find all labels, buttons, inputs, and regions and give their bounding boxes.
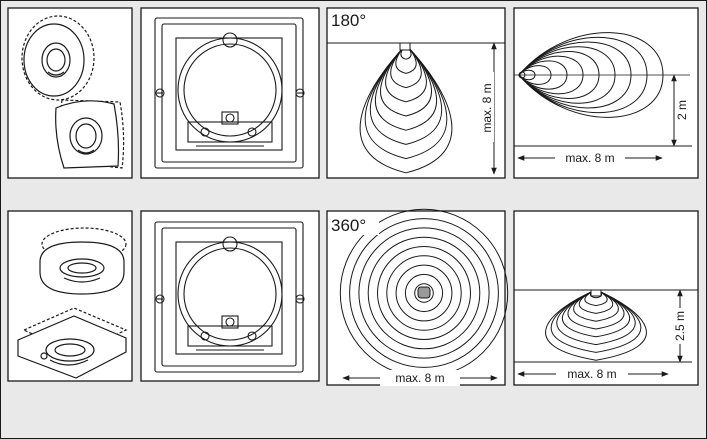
coverage-contour — [385, 44, 427, 103]
coverage-contour — [359, 44, 453, 174]
coverage-contour — [390, 44, 422, 89]
coverage-contour — [567, 289, 625, 330]
coverage-pattern-180 — [359, 44, 453, 174]
ceiling-sensor-square-icon — [17, 307, 128, 379]
coverage-contour — [377, 246, 471, 340]
coverage-contour — [386, 255, 462, 331]
panel-mounting-box-1 — [140, 7, 320, 179]
wall-sensor-round-icon — [21, 15, 95, 101]
coverage-contour — [395, 44, 417, 74]
sensor-marker-icon — [417, 286, 431, 299]
sensor-marker-icon — [399, 42, 411, 51]
coverage-contour — [369, 44, 443, 145]
coverage-contour — [561, 289, 631, 338]
width-label-row1: max. 8 m — [565, 151, 614, 165]
coverage-contour — [380, 44, 432, 117]
coverage-pattern-360 — [339, 208, 509, 378]
panel-wall-sensors — [7, 7, 133, 179]
coverage-contour — [556, 289, 636, 346]
panel-coverage-360: 360° max. 8 m — [326, 208, 509, 386]
coverage-contour — [550, 289, 642, 353]
coverage-contour — [367, 236, 481, 350]
coverage-contour — [414, 283, 434, 303]
coverage-contour — [395, 264, 453, 322]
coverage-contour — [349, 218, 499, 368]
coverage-contour — [584, 289, 608, 307]
coverage-contour — [404, 273, 444, 313]
panel-side-view-1: 2 m max. 8 m — [513, 7, 699, 179]
coverage-contour — [545, 289, 647, 361]
coverage-contour — [358, 227, 490, 359]
wall-sensor-square-icon — [55, 99, 125, 169]
coverage-contour — [374, 44, 438, 131]
sensor-marker-icon — [590, 289, 602, 297]
range-label-360: max. 8 m — [395, 371, 444, 385]
coverage-contour — [578, 289, 614, 314]
panel-coverage-180: 180° max. 8 m — [326, 7, 506, 179]
ceiling-sensor-round-icon — [39, 227, 127, 295]
panel-side-view-2: 2.5 m max. 8 m — [513, 210, 699, 386]
height-label-2-5m: 2.5 m — [673, 311, 687, 341]
mounting-box-icon — [154, 221, 305, 373]
angle-label-360: 360° — [331, 216, 366, 235]
mounting-box-icon — [154, 17, 305, 169]
side-coverage-pattern — [545, 289, 647, 361]
angle-label-180: 180° — [331, 11, 366, 30]
height-label-2m: 2 m — [675, 100, 689, 120]
coverage-contour — [573, 289, 619, 322]
panel-mounting-box-2 — [140, 210, 320, 382]
coverage-contour — [364, 44, 448, 160]
width-label-row2: max. 8 m — [567, 367, 616, 381]
range-label-180: max. 8 m — [480, 83, 494, 132]
panel-ceiling-sensors — [7, 210, 133, 382]
